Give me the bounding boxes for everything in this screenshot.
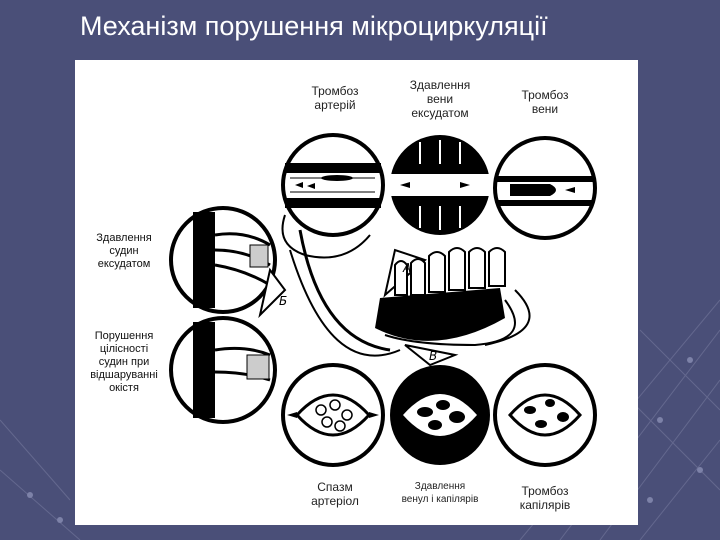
caption-capillary-thrombosis: Тромбоз капілярів — [500, 484, 590, 512]
letter-c: В — [429, 349, 437, 363]
venule-compression-circle — [390, 365, 490, 465]
letter-a: A — [402, 261, 411, 275]
letter-b: Б — [279, 294, 287, 308]
vein-compression-circle — [390, 135, 490, 235]
microcirculation-diagram: A Б В — [75, 60, 638, 525]
caption-artery-thrombosis: Тромбоз артерій — [290, 84, 380, 112]
vessel-compression-circle — [171, 208, 275, 312]
artery-thrombosis-circle — [283, 135, 383, 235]
jaw-teeth-illustration — [260, 215, 530, 365]
slide-title: Механізм порушення мікроциркуляції — [80, 6, 700, 46]
vein-thrombosis-circle — [495, 138, 595, 238]
caption-venule-compression: Здавлення венул і капілярів — [380, 480, 500, 506]
caption-vessel-compression: Здавлення судин ексудатом — [86, 232, 162, 271]
caption-arteriole-spasm: Спазм артеріол — [290, 480, 380, 508]
arteriole-spasm-circle — [283, 365, 383, 465]
capillary-thrombosis-circle — [495, 365, 595, 465]
caption-vein-compression: Здавлення вени ексудатом — [395, 78, 485, 120]
periosteum-detachment-circle — [171, 318, 275, 422]
caption-periosteum-detachment: Порушення цілісності судин при відшарува… — [84, 330, 164, 395]
microcirculation-figure: A Б В Тромбоз артерій Здавлення вени екс… — [75, 60, 638, 525]
caption-vein-thrombosis: Тромбоз вени — [500, 88, 590, 116]
